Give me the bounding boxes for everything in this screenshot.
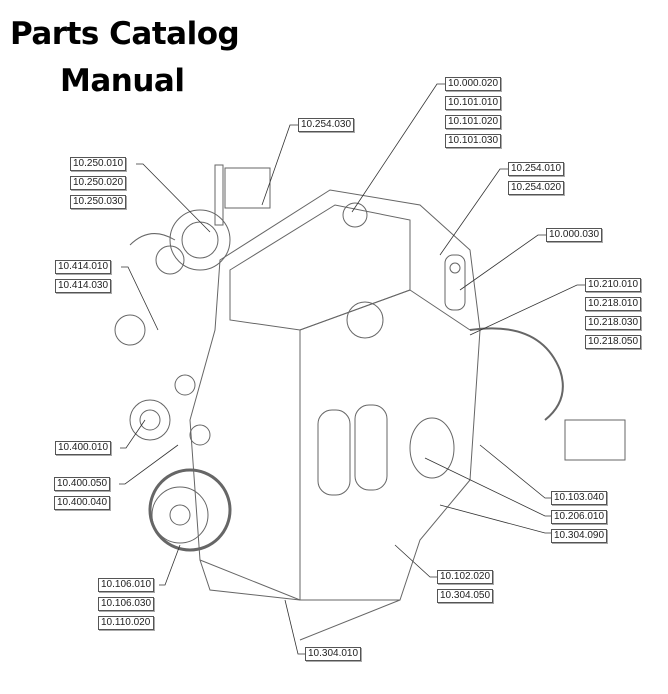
part-number-label[interactable]: 10.101.020 bbox=[445, 115, 502, 129]
part-number-label[interactable]: 10.000.030 bbox=[546, 228, 603, 242]
wiring-harness bbox=[469, 327, 564, 421]
filter-1 bbox=[317, 409, 351, 496]
callout-group-lifting-eye: 10.000.030 bbox=[546, 228, 603, 242]
part-number-label[interactable]: 10.250.010 bbox=[70, 157, 127, 171]
callout-group-harness: 10.210.010 10.218.010 10.218.030 10.218.050 bbox=[585, 278, 642, 349]
part-number-label[interactable]: 10.414.030 bbox=[55, 279, 112, 293]
callout-group-sump: 10.304.010 bbox=[305, 647, 362, 661]
part-number-label[interactable]: 10.254.020 bbox=[508, 181, 565, 195]
callout-group-belt: 10.400.050 10.400.040 bbox=[54, 477, 111, 510]
callout-group-alternator: 10.400.010 bbox=[55, 441, 112, 455]
part-number-label[interactable]: 10.400.040 bbox=[54, 496, 111, 510]
part-number-label[interactable]: 10.218.050 bbox=[585, 335, 642, 349]
part-number-label[interactable]: 10.400.010 bbox=[55, 441, 112, 455]
part-number-label[interactable]: 10.000.020 bbox=[445, 77, 502, 91]
part-number-label[interactable]: 10.206.010 bbox=[551, 510, 608, 524]
flywheel-housing-opening bbox=[409, 417, 455, 479]
water-pump bbox=[114, 314, 146, 346]
callout-group-turbocharger: 10.250.010 10.250.020 10.250.030 bbox=[70, 157, 127, 209]
part-number-label[interactable]: 10.101.030 bbox=[445, 134, 502, 148]
callout-group-oil-pan: 10.102.020 10.304.050 bbox=[437, 570, 494, 603]
part-number-label[interactable]: 10.103.040 bbox=[551, 491, 608, 505]
part-number-label[interactable]: 10.400.050 bbox=[54, 477, 111, 491]
callout-group-turbo-actuator: 10.254.030 bbox=[298, 118, 355, 132]
callout-group-crank-pulley: 10.106.010 10.106.030 10.110.020 bbox=[98, 578, 155, 630]
part-number-label[interactable]: 10.102.020 bbox=[437, 570, 494, 584]
turbocharger bbox=[169, 209, 231, 271]
part-number-label[interactable]: 10.218.010 bbox=[585, 297, 642, 311]
cylinder-head bbox=[229, 204, 411, 331]
part-number-label[interactable]: 10.254.030 bbox=[298, 118, 355, 132]
part-number-label[interactable]: 10.106.030 bbox=[98, 597, 155, 611]
callout-group-flywheel: 10.103.040 10.206.010 10.304.090 bbox=[551, 491, 608, 543]
part-number-label[interactable]: 10.110.020 bbox=[98, 616, 155, 630]
engine-illustration bbox=[114, 164, 626, 641]
oil-filler-cap bbox=[342, 202, 368, 228]
title-line-1: Parts Catalog bbox=[10, 16, 240, 52]
filter-2 bbox=[354, 404, 388, 491]
part-number-label[interactable]: 10.250.020 bbox=[70, 176, 127, 190]
callout-group-water-pump: 10.414.010 10.414.030 bbox=[55, 260, 112, 293]
part-number-label[interactable]: 10.210.010 bbox=[585, 278, 642, 292]
part-number-label[interactable]: 10.106.010 bbox=[98, 578, 155, 592]
engine-block bbox=[189, 189, 481, 601]
connector-block bbox=[564, 419, 626, 461]
alternator bbox=[129, 399, 171, 441]
part-number-label[interactable]: 10.304.010 bbox=[305, 647, 362, 661]
part-number-label[interactable]: 10.250.030 bbox=[70, 195, 127, 209]
part-number-label[interactable]: 10.304.050 bbox=[437, 589, 494, 603]
oil-filter bbox=[346, 301, 384, 339]
part-number-label[interactable]: 10.101.010 bbox=[445, 96, 502, 110]
part-number-label[interactable]: 10.414.010 bbox=[55, 260, 112, 274]
callout-group-engine-head: 10.000.020 10.101.010 10.101.020 10.101.030 bbox=[445, 77, 502, 148]
crankshaft-pulley bbox=[148, 468, 232, 552]
callout-group-injectors: 10.254.010 10.254.020 bbox=[508, 162, 565, 195]
lifting-eye bbox=[444, 254, 466, 311]
leader-lines bbox=[119, 83, 585, 655]
title-line-2: Manual bbox=[60, 63, 185, 99]
part-number-label[interactable]: 10.218.030 bbox=[585, 316, 642, 330]
actuator bbox=[224, 167, 271, 209]
part-number-label[interactable]: 10.254.010 bbox=[508, 162, 565, 176]
part-number-label[interactable]: 10.304.090 bbox=[551, 529, 608, 543]
